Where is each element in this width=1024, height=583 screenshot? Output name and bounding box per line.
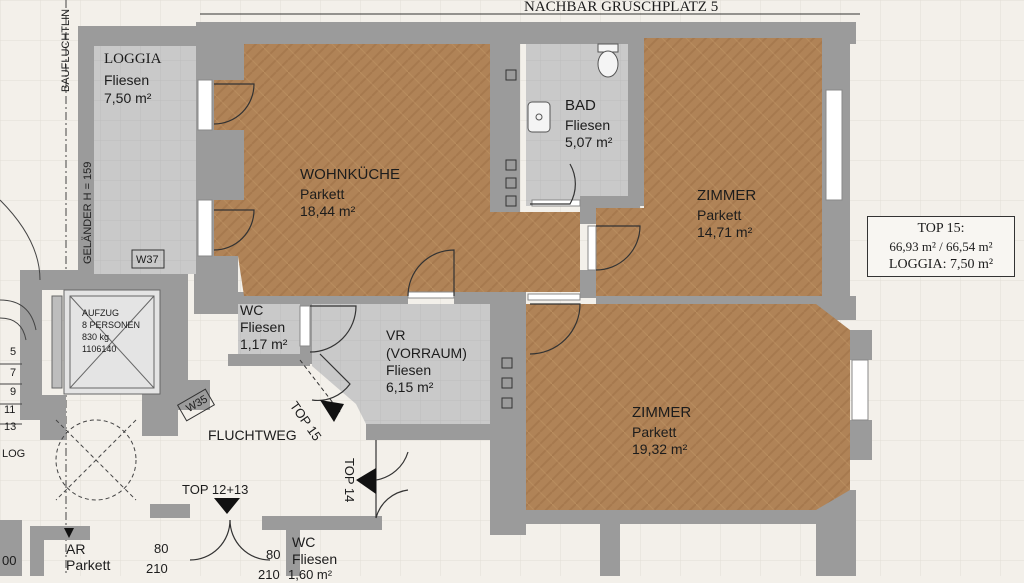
- dim-210-a: 210: [146, 561, 168, 576]
- stair-number-bottom: 00: [2, 553, 17, 568]
- wohnkueche-name: WOHNKÜCHE: [300, 166, 400, 183]
- w37-label: W37: [136, 254, 159, 266]
- elevator-car: [51, 295, 155, 389]
- dim-160: 1,60 m²: [288, 567, 333, 582]
- bad-area: 5,07 m²: [565, 134, 613, 150]
- wc-floor: [238, 304, 300, 354]
- bad-floor: [526, 44, 628, 206]
- stair-number: 13: [4, 421, 17, 433]
- top15-marker-icon: [320, 400, 344, 422]
- wohnkueche-floor-type: Parkett: [300, 186, 345, 202]
- wc-bottom-name: WC: [292, 534, 316, 550]
- zimmer2-floor: [526, 304, 850, 510]
- dim-80-b: 80: [266, 547, 281, 562]
- loggia-label: LOGGIA: [104, 50, 162, 68]
- vorraum-area: 6,15 m²: [386, 379, 434, 395]
- dim-80-a: 80: [154, 541, 169, 556]
- stair-number: 11: [4, 404, 16, 416]
- shaft-boxes: [131, 69, 517, 422]
- vorraum-floor: [312, 304, 490, 424]
- top12-13-marker-icon: [214, 498, 240, 514]
- bad-floor-type: Fliesen: [565, 117, 611, 133]
- top12-13-label: TOP 12+13: [182, 482, 249, 497]
- ar-name: AR: [66, 541, 86, 557]
- wc-floor-type: Fliesen: [240, 319, 286, 335]
- stair-number: 9: [10, 386, 17, 398]
- wc-area: 1,17 m²: [240, 336, 288, 352]
- summary-loggia: LOGGIA: 7,50 m²: [888, 257, 994, 272]
- zimmer1-name: ZIMMER: [697, 187, 757, 204]
- vorraum-name: VR: [386, 327, 406, 343]
- wc-bottom-floor-type: Fliesen: [292, 551, 338, 567]
- zimmer2-area: 19,32 m²: [632, 441, 688, 457]
- aufzug-line-2: 8 PERSONEN: [82, 320, 141, 330]
- aufzug-line-4: 1106140: [82, 344, 117, 354]
- summary-title: TOP 15:: [917, 221, 965, 236]
- wohnkueche-area: 18,44 m²: [300, 203, 356, 219]
- zimmer1-floor-type: Parkett: [697, 207, 742, 223]
- ar-floor-type: Parkett: [66, 557, 111, 573]
- zimmer2-name: ZIMMER: [632, 404, 692, 421]
- baufluchtlinie-label: BAUFLUCHTLIN: [60, 8, 72, 92]
- aufzug-line-1: AUFZUG: [82, 308, 119, 318]
- zimmer1-area: 14,71 m²: [697, 224, 753, 240]
- dim-210-b: 210: [258, 567, 280, 582]
- wc-name: WC: [240, 302, 264, 318]
- zimmer2-floor-type: Parkett: [632, 424, 677, 440]
- vorraum-floor-type: Fliesen: [386, 362, 432, 378]
- loggia-area: 7,50 m²: [104, 90, 152, 106]
- escape-route: [299, 359, 341, 413]
- loggia-floor: [94, 46, 196, 274]
- summary-area: 66,93 m² / 66,54 m²: [889, 239, 993, 254]
- top14-marker-icon: [356, 468, 376, 494]
- aufzug-line-3: 830 kg: [82, 332, 110, 342]
- zimmer1-floor: [596, 38, 822, 296]
- staircase: [0, 199, 137, 501]
- loggia-name: LOGGIA: [104, 51, 162, 67]
- ar-door-marker-icon: [64, 528, 74, 538]
- bad-name: BAD: [565, 97, 596, 114]
- loggia-floor-type: Fliesen: [104, 72, 150, 88]
- bathroom-fixtures: [527, 43, 619, 133]
- area-summary-box: TOP 15: 66,93 m² / 66,54 m² LOGGIA: 7,50…: [867, 216, 1015, 277]
- wohnkueche-floor: [214, 44, 580, 296]
- fluchtweg-label: FLUCHTWEG: [208, 427, 297, 443]
- log-label: LOG: [2, 448, 26, 460]
- top14-label: TOP 14: [342, 458, 357, 503]
- stair-number: 7: [10, 367, 17, 379]
- door-swings: [189, 83, 641, 561]
- neighbor-label: NACHBAR GRUSCHPLATZ 5: [524, 0, 719, 15]
- vorraum-subname: (VORRAUM): [386, 345, 467, 361]
- stair-number: 5: [10, 346, 17, 358]
- gelaender-label: GELÄNDER H = 159: [82, 161, 94, 264]
